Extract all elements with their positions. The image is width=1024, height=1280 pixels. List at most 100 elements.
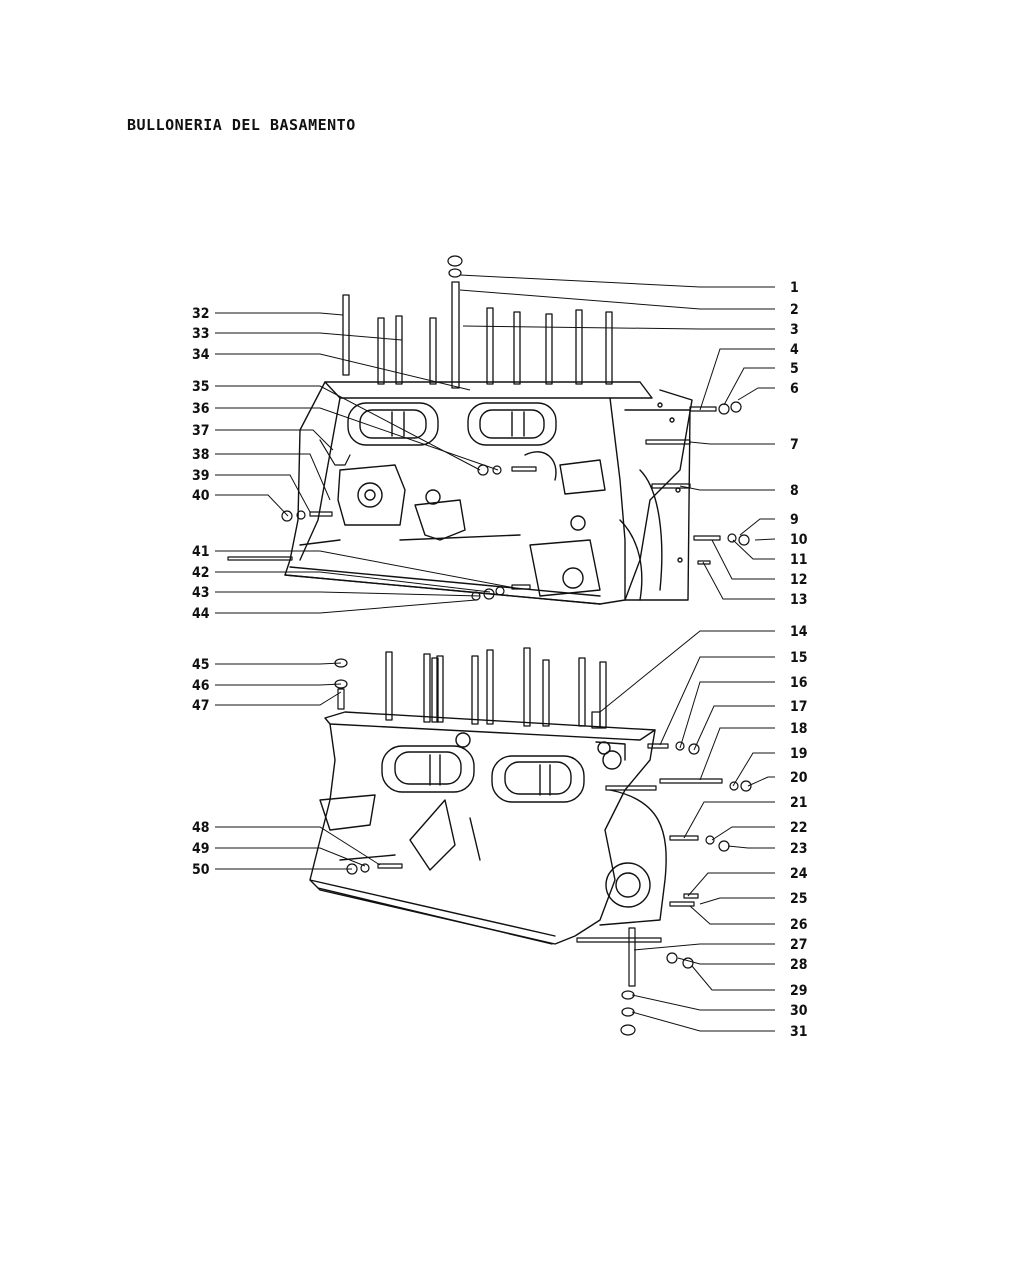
callout-leader-18 [699, 727, 775, 781]
callout-number-34: 34 [192, 347, 210, 363]
callout-leader-46 [215, 683, 342, 686]
callout-number-47: 47 [192, 698, 210, 714]
callout-number-1: 1 [790, 280, 799, 296]
callout-number-4: 4 [790, 342, 799, 358]
callout-leader-43 [215, 591, 481, 597]
callout-leader-39 [215, 474, 311, 513]
callout-leader-41 [215, 550, 516, 589]
callout-number-49: 49 [192, 841, 210, 857]
loose-hardware [227, 255, 752, 1036]
callout-leader-15 [659, 656, 775, 746]
callout-leader-11 [732, 539, 775, 560]
callout-number-7: 7 [790, 437, 799, 453]
callout-leader-9 [739, 518, 775, 536]
callout-leader-27 [633, 943, 775, 951]
callout-number-23: 23 [790, 841, 808, 857]
lower-engine-block [309, 711, 667, 945]
callout-number-46: 46 [192, 678, 210, 694]
callout-leader-32 [215, 312, 344, 316]
callout-leader-48 [215, 826, 381, 866]
callout-number-43: 43 [192, 585, 210, 601]
callout-number-35: 35 [192, 379, 210, 395]
callout-number-8: 8 [790, 483, 799, 499]
callout-leader-45 [215, 662, 342, 665]
callout-leader-30 [631, 994, 775, 1011]
callout-leader-16 [679, 681, 775, 749]
callout-number-15: 15 [790, 650, 808, 666]
callout-leader-6 [737, 387, 775, 401]
callout-number-50: 50 [192, 862, 210, 878]
callout-number-26: 26 [790, 917, 808, 933]
callout-leader-12 [711, 539, 775, 580]
callout-leader-24 [687, 872, 775, 897]
callout-number-3: 3 [790, 322, 799, 338]
upper-engine-block [284, 381, 693, 605]
callout-number-29: 29 [790, 983, 808, 999]
callout-number-31: 31 [790, 1024, 808, 1040]
callout-leader-5 [723, 367, 775, 406]
callout-number-21: 21 [790, 795, 808, 811]
callout-leader-13 [702, 561, 775, 600]
callout-number-40: 40 [192, 488, 210, 504]
callout-number-22: 22 [790, 820, 808, 836]
callout-leader-2 [459, 289, 775, 310]
callout-number-5: 5 [790, 361, 799, 377]
callout-leader-1 [459, 274, 775, 288]
page-title: BULLONERIA DEL BASAMENTO [127, 116, 356, 134]
callout-number-44: 44 [192, 606, 210, 622]
callout-leader-26 [689, 905, 775, 925]
callout-leader-21 [683, 801, 775, 839]
callout-leader-3 [462, 325, 775, 330]
callout-number-36: 36 [192, 401, 210, 417]
callout-leader-37 [215, 429, 334, 451]
callout-number-28: 28 [790, 957, 808, 973]
callout-leader-47 [215, 691, 342, 706]
callout-leader-22 [711, 826, 775, 841]
callout-leader-38 [215, 453, 331, 501]
callout-leader-17 [693, 705, 775, 751]
callout-number-19: 19 [790, 746, 808, 762]
callout-number-6: 6 [790, 381, 799, 397]
callout-number-32: 32 [192, 306, 210, 322]
callout-number-27: 27 [790, 937, 808, 953]
callout-leader-29 [691, 965, 775, 991]
callout-leader-10 [754, 538, 776, 541]
lower-head-studs [385, 647, 607, 729]
callout-leader-7 [689, 441, 775, 445]
callout-number-30: 30 [790, 1003, 808, 1019]
callout-number-10: 10 [790, 532, 808, 548]
callout-number-12: 12 [790, 572, 808, 588]
callout-leader-35 [215, 385, 481, 471]
callout-number-2: 2 [790, 302, 799, 318]
callout-number-18: 18 [790, 721, 808, 737]
callout-number-41: 41 [192, 544, 210, 560]
callout-number-16: 16 [790, 675, 808, 691]
callout-number-14: 14 [790, 624, 808, 640]
callout-number-13: 13 [790, 592, 808, 608]
callout-number-38: 38 [192, 447, 210, 463]
callout-number-9: 9 [790, 512, 799, 528]
callout-leader-4 [699, 348, 775, 411]
callout-leader-36 [215, 407, 499, 471]
callout-leader-14 [599, 630, 775, 713]
callout-leader-19 [732, 752, 775, 787]
callout-number-24: 24 [790, 866, 808, 882]
callout-number-11: 11 [790, 552, 808, 568]
callout-leader-33 [215, 332, 403, 341]
callout-number-39: 39 [192, 468, 210, 484]
callout-number-42: 42 [192, 565, 210, 581]
callout-leader-28 [677, 957, 775, 965]
callout-leader-44 [215, 599, 477, 614]
callout-number-45: 45 [192, 657, 210, 673]
callouts-right: 1234567891011121314151617181920212223242… [459, 274, 808, 1040]
callout-leader-25 [699, 897, 775, 905]
callout-leader-23 [727, 845, 775, 849]
callout-leader-40 [215, 494, 289, 517]
callout-number-17: 17 [790, 699, 808, 715]
callout-leader-42 [215, 571, 491, 593]
callout-leader-20 [747, 776, 775, 787]
callout-number-25: 25 [790, 891, 808, 907]
